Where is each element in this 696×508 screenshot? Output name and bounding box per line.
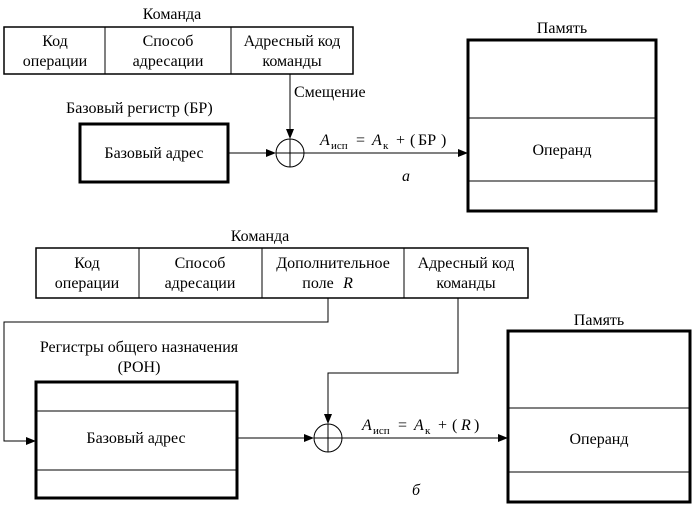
memory-box-a [466, 38, 658, 213]
field-opcode-a-line2: операции [23, 53, 88, 70]
base-register-title-a: Базовый регистр (БР) [66, 100, 213, 117]
registers-title-b-line1: Регистры общего назначения [40, 339, 239, 356]
svg-text:A: A [413, 417, 424, 434]
command-fields-a: Код операции Способ адресации Адресный к… [3, 26, 354, 75]
registers-title-b-line2: (РОН) [118, 359, 161, 376]
svg-text:A: A [361, 417, 372, 434]
svg-text:): ) [474, 417, 479, 434]
base-address-a: Базовый адрес [104, 145, 203, 162]
svg-text:): ) [441, 132, 446, 149]
field-mode-b-line1: Способ [175, 255, 226, 272]
field-opcode-b-line1: Код [74, 255, 100, 272]
memory-title-b: Память [574, 312, 624, 329]
registers-box-b [34, 380, 239, 500]
offset-label-a: Смещение [294, 84, 366, 101]
command-box-b [35, 247, 529, 299]
field-addrcode-b-line1: Адресный код [418, 255, 515, 272]
caption-a: а [402, 168, 410, 185]
svg-text:=: = [356, 132, 365, 149]
base-address-b: Базовый адрес [86, 430, 185, 447]
svg-text:=: = [398, 417, 407, 434]
caption-b: б [412, 482, 421, 499]
svg-text:исп: исп [373, 425, 390, 437]
svg-text:+: + [438, 417, 447, 434]
field-extra-b-line1: Дополнительное [276, 255, 390, 272]
formula-b: A исп = A к + ( R ) [361, 417, 479, 437]
field-opcode-a-line1: Код [42, 33, 68, 50]
addrcode-arrow-b [324, 298, 459, 424]
command-title-b: Команда [231, 228, 290, 245]
operand-b: Операнд [569, 431, 628, 448]
field-addrcode-a-line1: Адресный код [244, 33, 341, 50]
svg-text:к: к [425, 425, 431, 437]
memory-title-a: Память [537, 20, 587, 37]
field-addrcode-b-line2: команды [436, 275, 495, 292]
svg-text:+: + [396, 132, 405, 149]
field-mode-a-line1: Способ [143, 33, 194, 50]
field-extra-b-var: R [342, 275, 353, 292]
command-fields-b: Код операции Способ адресации Дополнител… [35, 247, 529, 299]
command-box-a [3, 26, 354, 75]
field-extra-b-line2: поле [302, 275, 333, 292]
field-addrcode-a-line2: команды [262, 53, 321, 70]
operand-a: Операнд [532, 142, 591, 159]
field-mode-b-line2: адресации [165, 275, 236, 292]
svg-text:(: ( [452, 417, 457, 434]
svg-text:к: к [383, 140, 389, 152]
r-field-arrow-b [3, 298, 329, 445]
memory-box-b [506, 329, 692, 504]
svg-text:БР: БР [418, 132, 436, 149]
svg-text:A: A [319, 132, 330, 149]
formula-a: A исп = A к + ( БР ) [319, 132, 446, 152]
svg-text:A: A [371, 132, 382, 149]
adder-b [313, 423, 343, 453]
command-title-a: Команда [143, 6, 202, 23]
field-mode-a-line2: адресации [133, 53, 204, 70]
svg-text:R: R [460, 417, 471, 434]
adder-a [275, 138, 305, 168]
svg-text:исп: исп [331, 140, 348, 152]
field-opcode-b-line2: операции [55, 275, 120, 292]
svg-text:(: ( [410, 132, 415, 149]
